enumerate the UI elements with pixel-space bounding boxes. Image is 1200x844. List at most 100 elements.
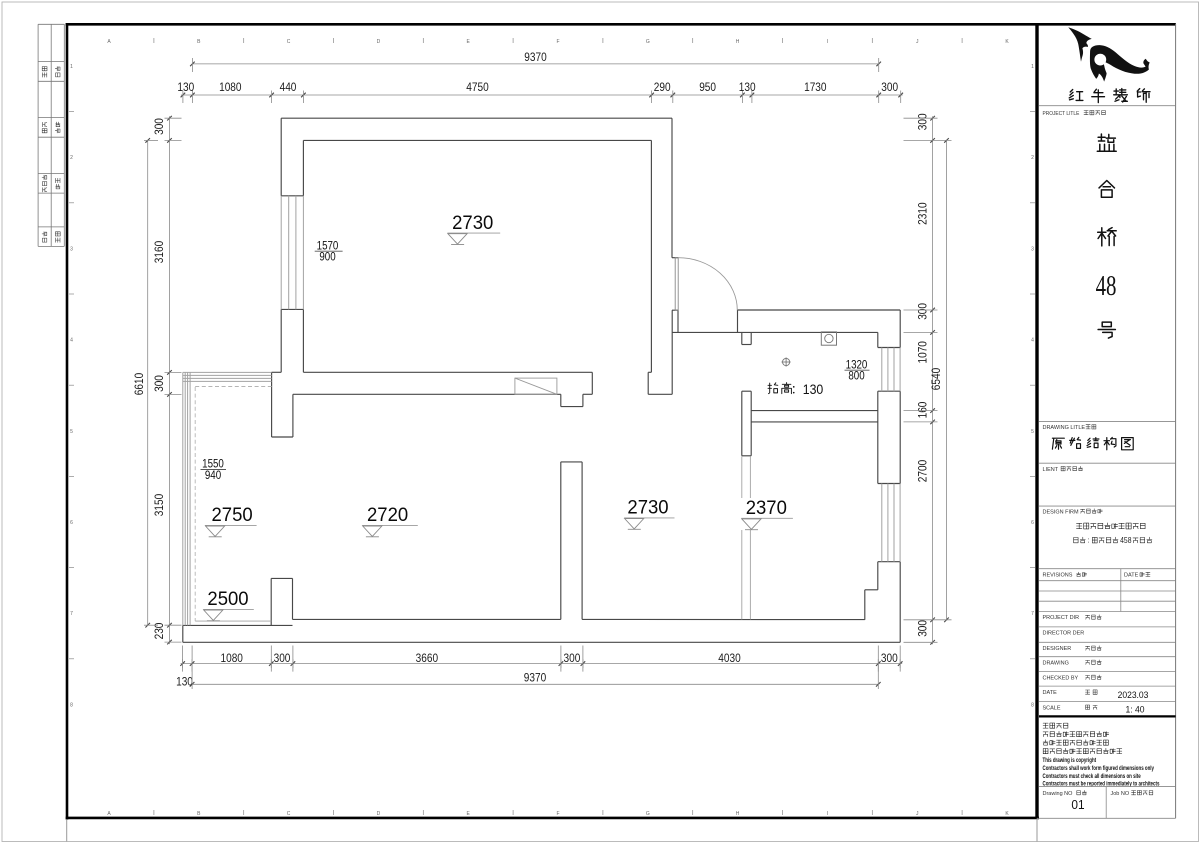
svg-text:F: F bbox=[556, 39, 559, 45]
svg-text:1320: 1320 bbox=[846, 359, 868, 372]
svg-text:130: 130 bbox=[176, 676, 193, 689]
svg-text:G: G bbox=[646, 39, 650, 45]
svg-text:CHECKED BY: CHECKED BY bbox=[1043, 675, 1079, 681]
svg-text:48: 48 bbox=[1096, 270, 1117, 302]
svg-text:300: 300 bbox=[917, 303, 930, 320]
svg-text:DESIGN FIRM: DESIGN FIRM bbox=[1043, 509, 1079, 515]
svg-text:H: H bbox=[736, 811, 740, 817]
svg-text:2720: 2720 bbox=[367, 505, 408, 527]
svg-text:7: 7 bbox=[70, 611, 73, 617]
svg-text:B: B bbox=[197, 811, 201, 817]
svg-text:K: K bbox=[1005, 39, 1009, 45]
svg-text:E: E bbox=[467, 811, 471, 817]
svg-text:130: 130 bbox=[177, 81, 194, 94]
svg-text:300: 300 bbox=[917, 113, 930, 130]
svg-text:Contractors must be reported i: Contractors must be reported immediately… bbox=[1043, 781, 1160, 788]
svg-text:300: 300 bbox=[917, 620, 930, 637]
svg-text:DRAWING: DRAWING bbox=[1043, 660, 1069, 666]
svg-text:2310: 2310 bbox=[917, 202, 930, 224]
svg-text:G: G bbox=[646, 811, 650, 817]
svg-text:6: 6 bbox=[70, 520, 73, 526]
svg-text:300: 300 bbox=[881, 81, 898, 94]
svg-text:440: 440 bbox=[280, 81, 297, 94]
svg-text:J: J bbox=[916, 811, 919, 817]
svg-text:1080: 1080 bbox=[220, 652, 242, 665]
svg-text:A: A bbox=[107, 39, 111, 45]
svg-text:1730: 1730 bbox=[804, 81, 826, 94]
svg-text:8: 8 bbox=[1031, 702, 1034, 708]
svg-text:2023.03: 2023.03 bbox=[1118, 689, 1149, 700]
svg-text:I: I bbox=[827, 811, 828, 817]
svg-text:DESIGNER: DESIGNER bbox=[1043, 646, 1072, 652]
svg-text:DATE: DATE bbox=[1124, 572, 1138, 578]
svg-text:6540: 6540 bbox=[930, 368, 943, 390]
svg-text:2750: 2750 bbox=[212, 505, 253, 527]
svg-text:1570: 1570 bbox=[317, 240, 339, 253]
svg-text:2700: 2700 bbox=[917, 460, 930, 482]
svg-text:300: 300 bbox=[881, 652, 898, 665]
svg-text:1550: 1550 bbox=[202, 458, 224, 471]
svg-text:2: 2 bbox=[70, 155, 73, 161]
svg-text:4750: 4750 bbox=[466, 81, 488, 94]
svg-text:6: 6 bbox=[1031, 520, 1034, 526]
svg-text:D: D bbox=[377, 39, 381, 45]
svg-text:230: 230 bbox=[153, 623, 166, 640]
svg-text:800: 800 bbox=[848, 370, 864, 383]
svg-text:300: 300 bbox=[563, 652, 580, 665]
svg-text:6610: 6610 bbox=[133, 373, 146, 395]
svg-text:458: 458 bbox=[1120, 536, 1131, 546]
svg-text:LIENT: LIENT bbox=[1043, 467, 1059, 473]
svg-text:DRAWING LITLE: DRAWING LITLE bbox=[1043, 425, 1086, 431]
svg-text:5: 5 bbox=[1031, 429, 1034, 435]
svg-text:900: 900 bbox=[319, 251, 335, 264]
svg-text:DATE: DATE bbox=[1043, 690, 1057, 696]
svg-text:7: 7 bbox=[1031, 611, 1034, 617]
svg-text:1: 1 bbox=[70, 64, 73, 70]
svg-text:9370: 9370 bbox=[524, 51, 546, 64]
svg-text:300: 300 bbox=[153, 118, 166, 135]
svg-text:2500: 2500 bbox=[207, 589, 248, 611]
svg-text:I: I bbox=[827, 39, 828, 45]
svg-text:B: B bbox=[197, 39, 201, 45]
svg-text:4030: 4030 bbox=[718, 652, 740, 665]
svg-text:3150: 3150 bbox=[153, 494, 166, 516]
svg-text:950: 950 bbox=[699, 81, 716, 94]
svg-text:F: F bbox=[556, 811, 559, 817]
svg-text:D: D bbox=[377, 811, 381, 817]
svg-text:2370: 2370 bbox=[746, 498, 787, 520]
svg-text:1080: 1080 bbox=[219, 81, 241, 94]
svg-text:130: 130 bbox=[803, 381, 824, 397]
svg-text:SCALE: SCALE bbox=[1043, 705, 1061, 711]
svg-text:H: H bbox=[736, 39, 740, 45]
svg-text:PROJECT LITLE: PROJECT LITLE bbox=[1043, 111, 1080, 117]
svg-text:290: 290 bbox=[654, 81, 671, 94]
svg-text:2730: 2730 bbox=[627, 497, 668, 519]
svg-text:130: 130 bbox=[739, 81, 756, 94]
svg-text:160: 160 bbox=[917, 402, 930, 419]
svg-text:1: 40: 1: 40 bbox=[1126, 704, 1145, 715]
svg-text:DIRECTOR DER: DIRECTOR DER bbox=[1043, 631, 1085, 637]
svg-text:4: 4 bbox=[70, 338, 73, 344]
svg-text:940: 940 bbox=[205, 469, 221, 482]
svg-text:PROJECT DIR: PROJECT DIR bbox=[1043, 615, 1080, 621]
svg-text:Job NO: Job NO bbox=[1111, 791, 1130, 797]
svg-text:9370: 9370 bbox=[524, 672, 546, 685]
svg-text::: : bbox=[1087, 538, 1089, 545]
svg-text:C: C bbox=[287, 39, 291, 45]
svg-text:8: 8 bbox=[70, 702, 73, 708]
svg-text:3660: 3660 bbox=[416, 652, 438, 665]
svg-text:E: E bbox=[467, 39, 471, 45]
svg-text:Contractors shall work form fi: Contractors shall work form figured dime… bbox=[1043, 765, 1155, 772]
svg-text:：: ： bbox=[791, 384, 802, 396]
svg-text:Contractors must check all dim: Contractors must check all dimensions on… bbox=[1043, 773, 1141, 780]
svg-text:K: K bbox=[1005, 811, 1009, 817]
svg-text:1: 1 bbox=[1031, 64, 1034, 70]
svg-text:J: J bbox=[916, 39, 919, 45]
svg-text:2730: 2730 bbox=[452, 212, 493, 234]
svg-text:Drawing NO: Drawing NO bbox=[1043, 791, 1074, 797]
svg-text:4: 4 bbox=[1031, 338, 1034, 344]
svg-text:A: A bbox=[107, 811, 111, 817]
svg-text:01: 01 bbox=[1071, 798, 1084, 812]
svg-text:1070: 1070 bbox=[917, 341, 930, 363]
svg-text:2: 2 bbox=[1031, 155, 1034, 161]
